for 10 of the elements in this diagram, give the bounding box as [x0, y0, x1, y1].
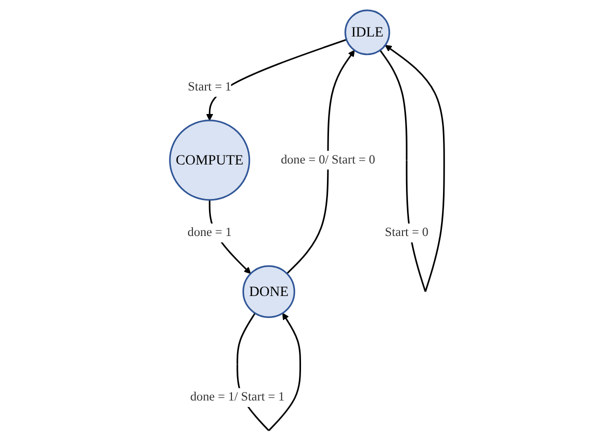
node-circle: IDLE	[344, 10, 390, 56]
edge-label: Start = 0	[384, 226, 428, 240]
edge-label: done = 0/ Start = 0	[280, 153, 376, 166]
edge-label: done = 1	[188, 226, 232, 240]
arrow	[286, 50, 355, 274]
arrow	[206, 38, 347, 121]
node-circle: DONE	[242, 265, 296, 318]
edge-label: Start = 1	[188, 80, 232, 94]
node-circle: COMPUTE	[169, 120, 250, 201]
edge-label: done = 1/ Start = 1	[190, 390, 285, 404]
